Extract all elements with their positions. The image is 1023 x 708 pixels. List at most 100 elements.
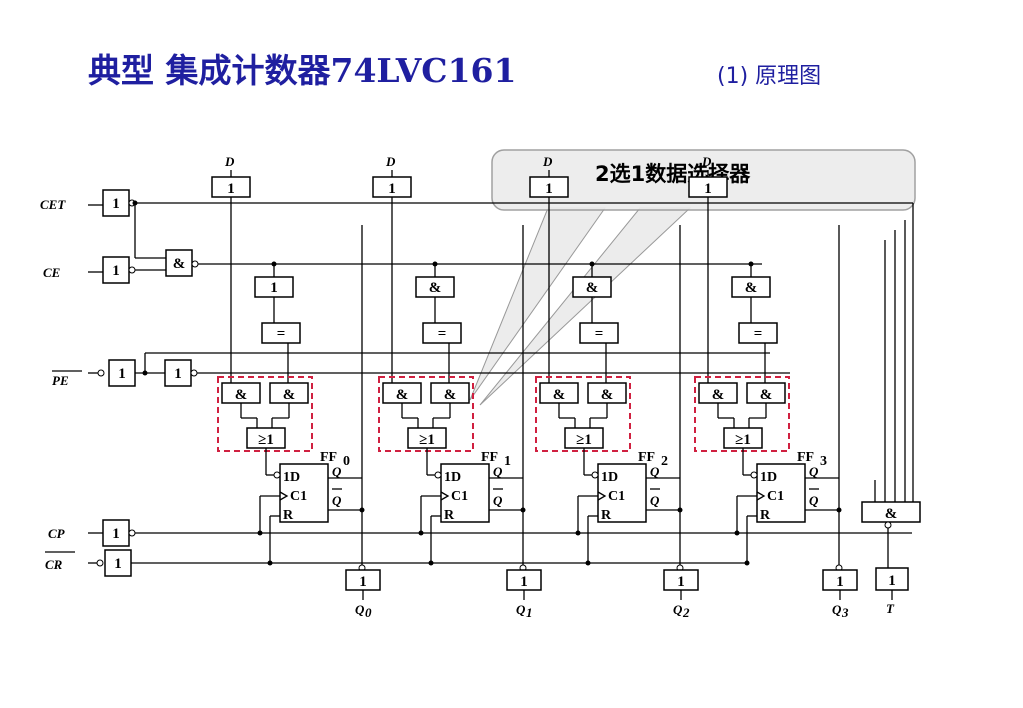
- mux-box: [535, 376, 631, 452]
- q-buffer-symbol: 1: [520, 574, 528, 590]
- pe-label: PE: [52, 373, 69, 388]
- svg-text:1: 1: [112, 526, 120, 542]
- d-buffer-symbol: 1: [704, 181, 712, 197]
- mux-and-b-symbol: &: [444, 387, 457, 403]
- svg-text:1: 1: [888, 573, 896, 589]
- svg-text:1: 1: [174, 366, 182, 382]
- ff-index: 3: [820, 454, 827, 469]
- or-symbol: ≥1: [735, 432, 751, 448]
- cr-label: CR: [45, 557, 63, 572]
- pe-input: PE 1 1: [52, 352, 790, 388]
- ff-c-pin: C1: [451, 489, 468, 504]
- enable-gate-symbol: &: [586, 280, 599, 296]
- xnor-symbol: =: [754, 326, 763, 342]
- cet-input: CET 1: [40, 189, 913, 259]
- cet-buffer-symbol: 1: [112, 196, 120, 212]
- xnor-symbol: =: [595, 326, 604, 342]
- ff-q-pin: Q: [493, 464, 503, 479]
- mux-box: [217, 376, 313, 452]
- svg-text:&: &: [885, 506, 898, 522]
- mux-and-b-symbol: &: [283, 387, 296, 403]
- cr-input: CR 1: [45, 549, 748, 577]
- ff-r-pin: R: [444, 508, 455, 523]
- slide-title: 典型 集成计数器74LVC161: [88, 51, 517, 90]
- or-symbol: ≥1: [258, 432, 274, 448]
- ff-name: FF: [797, 450, 814, 465]
- mux-and-a-symbol: &: [235, 387, 248, 403]
- ff-d-pin: 1D: [760, 470, 777, 485]
- q-output-index: 2: [682, 605, 690, 620]
- ff-c-pin: C1: [608, 489, 625, 504]
- ff-d-pin: 1D: [601, 470, 618, 485]
- ff-c-pin: C1: [767, 489, 784, 504]
- d-buffer-symbol: 1: [227, 181, 235, 197]
- q-output-label: Q: [355, 602, 365, 617]
- or-symbol: ≥1: [419, 432, 435, 448]
- t-output-label: T: [886, 601, 895, 616]
- ff-name: FF: [320, 450, 337, 465]
- ff-qbar-pin: Q: [332, 493, 342, 508]
- carry-output: & 1 T: [861, 203, 921, 616]
- q-buffer-symbol: 1: [836, 574, 844, 590]
- ff-index: 1: [504, 454, 511, 469]
- ff-c-pin: C1: [290, 489, 307, 504]
- ff-d-pin: 1D: [444, 470, 461, 485]
- q-output-index: 3: [841, 605, 849, 620]
- flipflop: [279, 463, 329, 523]
- flipflop: [440, 463, 490, 523]
- q-output-label: Q: [673, 602, 683, 617]
- ce-input: CE 1: [43, 256, 166, 284]
- q-buffer-symbol: 1: [677, 574, 685, 590]
- ce-label: CE: [43, 265, 61, 280]
- enable-gate-symbol: 1: [270, 280, 278, 296]
- ff-name: FF: [638, 450, 655, 465]
- flipflop: [756, 463, 806, 523]
- ce-buffer-symbol: 1: [112, 263, 120, 279]
- cp-input: CP 1: [48, 519, 912, 547]
- d-input-label: D: [701, 154, 712, 169]
- d-buffer-symbol: 1: [388, 181, 396, 197]
- ff-qbar-pin: Q: [809, 493, 819, 508]
- ff-index: 2: [661, 454, 668, 469]
- ff-name: FF: [481, 450, 498, 465]
- ff-r-pin: R: [601, 508, 612, 523]
- ff-qbar-pin: Q: [650, 493, 660, 508]
- ff-r-pin: R: [760, 508, 771, 523]
- slide-subtitle: (1) 原理图: [717, 64, 822, 89]
- mux-and-a-symbol: &: [553, 387, 566, 403]
- svg-text:&: &: [173, 256, 186, 272]
- q-output-label: Q: [516, 602, 526, 617]
- flipflop: [597, 463, 647, 523]
- ff-r-pin: R: [283, 508, 294, 523]
- or-symbol: ≥1: [576, 432, 592, 448]
- cp-label: CP: [48, 526, 66, 541]
- enable-and-gate: &: [165, 249, 762, 277]
- xnor-symbol: =: [438, 326, 447, 342]
- enable-gate-symbol: &: [745, 280, 758, 296]
- q-output-index: 0: [365, 605, 372, 620]
- svg-text:1: 1: [114, 556, 122, 572]
- mux-and-a-symbol: &: [396, 387, 409, 403]
- q-buffer-symbol: 1: [359, 574, 367, 590]
- ff-d-pin: 1D: [283, 470, 300, 485]
- svg-text:1: 1: [118, 366, 126, 382]
- ff-qbar-pin: Q: [493, 493, 503, 508]
- d-input-label: D: [542, 154, 553, 169]
- d-input-label: D: [385, 154, 396, 169]
- mux-box: [694, 376, 790, 452]
- mux-and-a-symbol: &: [712, 387, 725, 403]
- q-output-index: 1: [526, 605, 533, 620]
- q-output-label: Q: [832, 602, 842, 617]
- ff-q-pin: Q: [809, 464, 819, 479]
- xnor-symbol: =: [277, 326, 286, 342]
- d-input-label: D: [224, 154, 235, 169]
- mux-and-b-symbol: &: [760, 387, 773, 403]
- mux-box: [378, 376, 474, 452]
